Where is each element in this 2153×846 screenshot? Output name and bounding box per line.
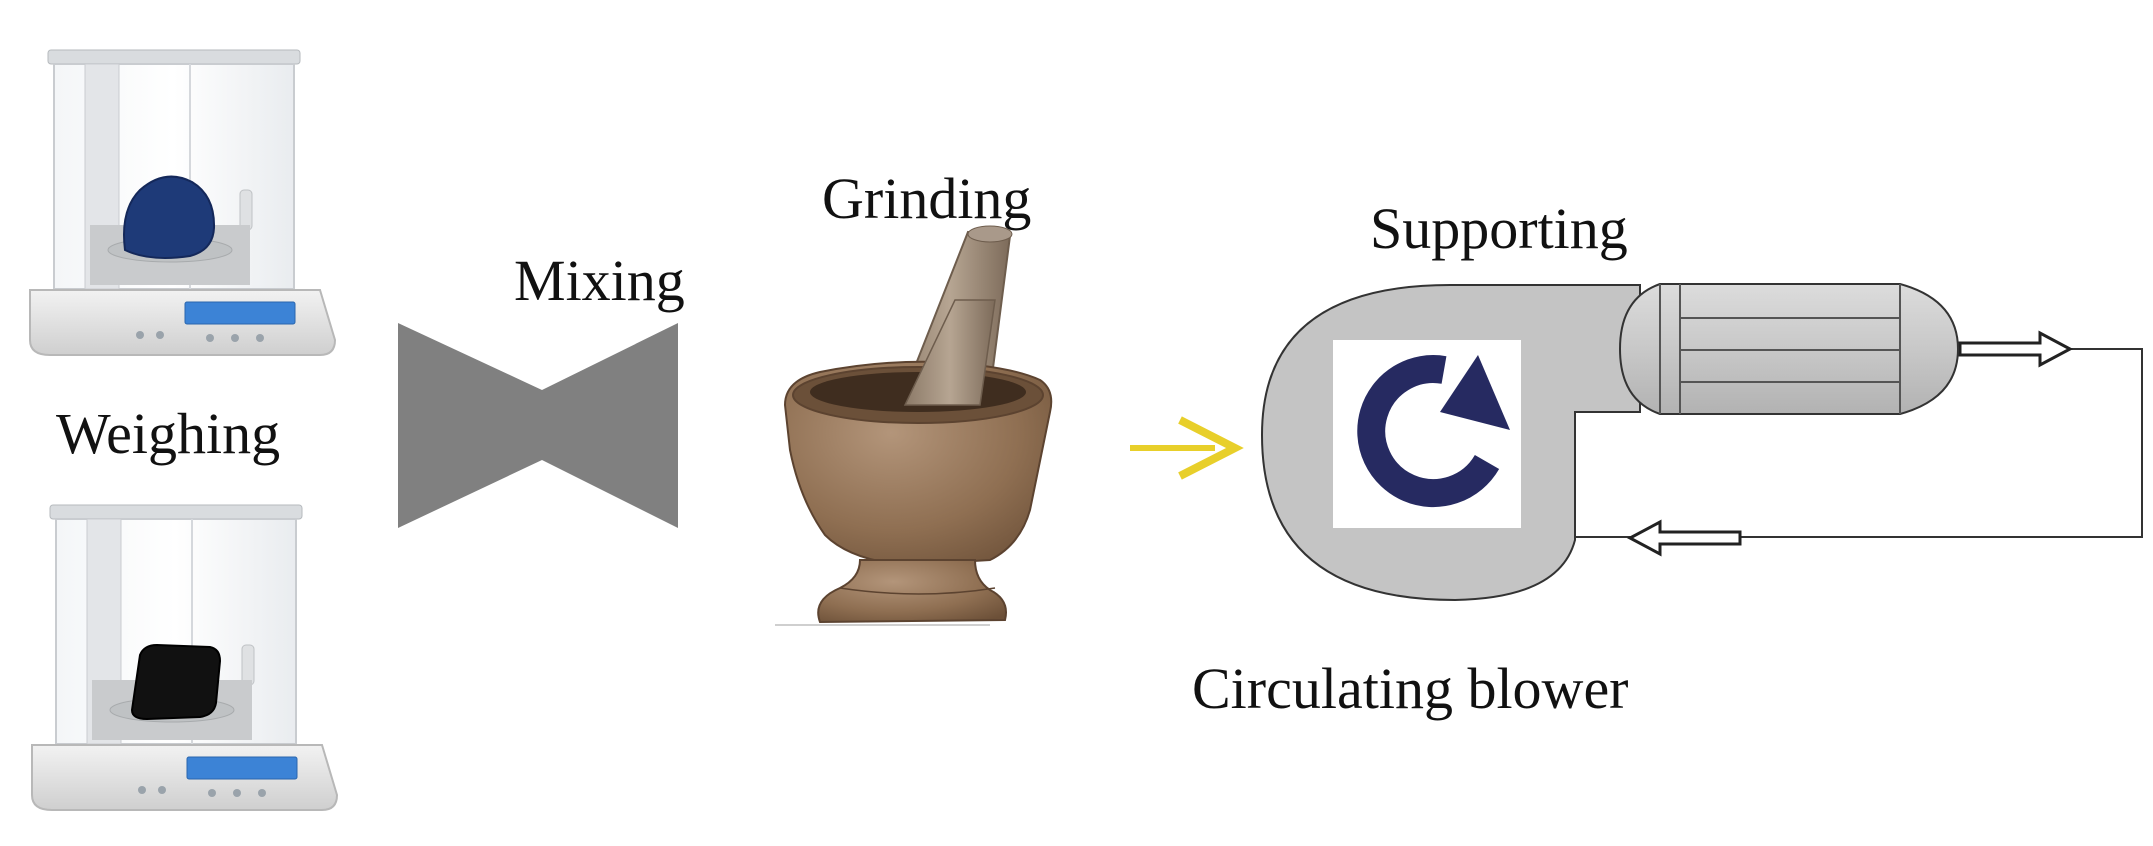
analytical-balance-bottom [31,504,339,811]
weighing-label: Weighing [56,401,281,466]
supporting-label: Supporting [1370,196,1628,261]
circulating-blower-icon [1260,283,2143,602]
return-duct [1568,348,2143,538]
outlet-arrow [1958,330,2074,368]
mixing-cross-icon [398,323,678,528]
mixing-label: Mixing [514,248,685,313]
circulating-blower-label: Circulating blower [1192,656,1629,721]
analytical-balance-top [29,49,337,356]
mortar-pestle-icon [775,225,1053,626]
return-arrow [1626,519,1742,557]
grinding-label: Grinding [822,166,1032,231]
flow-arrow-icon [1130,416,1244,480]
rotation-icon [1357,355,1510,508]
